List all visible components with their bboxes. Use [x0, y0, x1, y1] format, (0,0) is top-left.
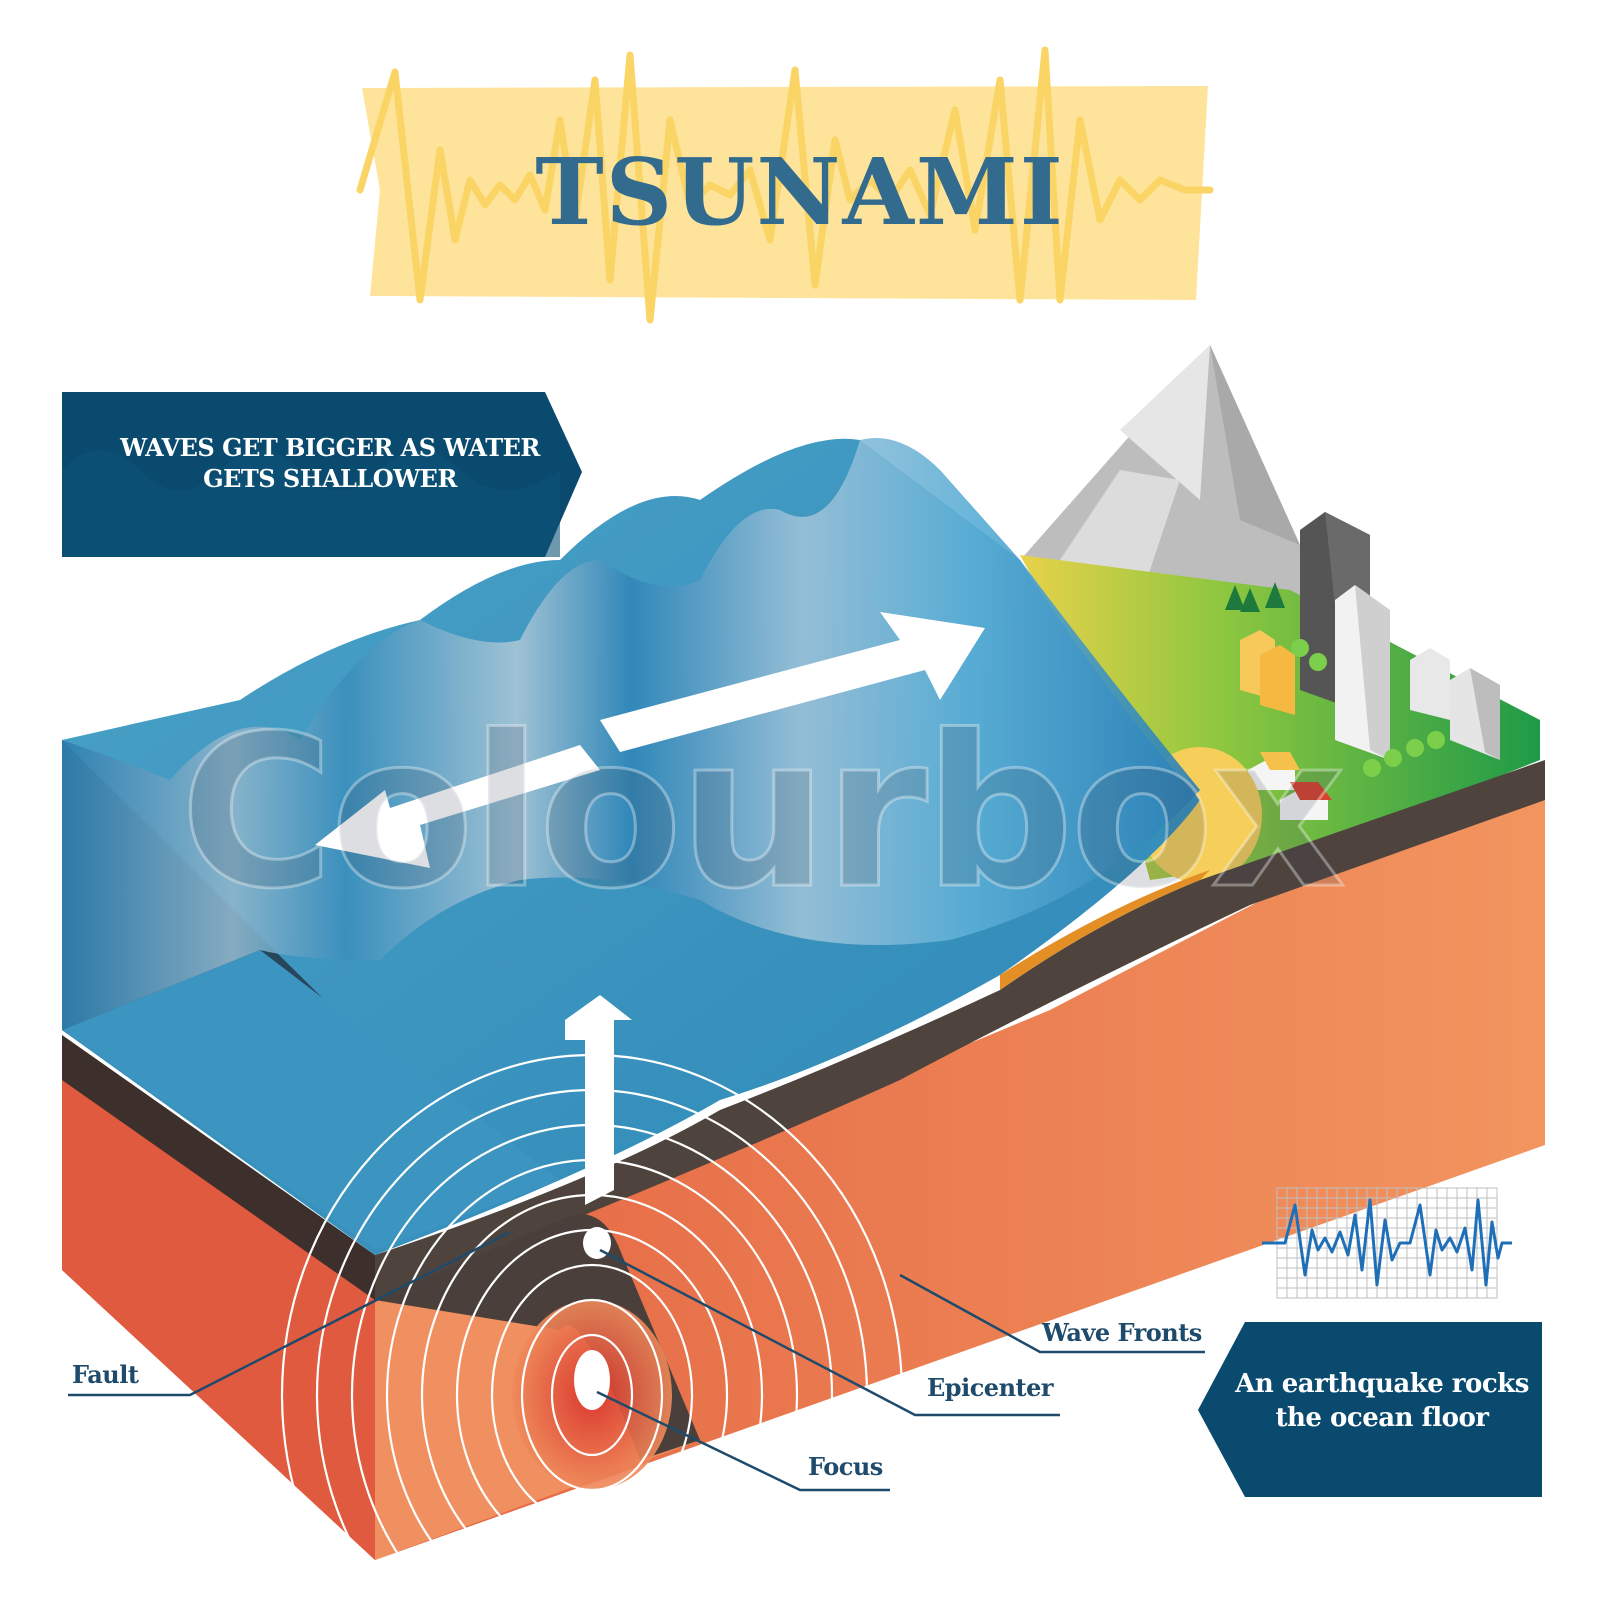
banner-top-line2: GETS SHALLOWER — [203, 464, 457, 494]
label-epicenter: Epicenter — [927, 1373, 1054, 1402]
watermark: Colourbox — [179, 689, 1348, 937]
seismic-wave-icon — [356, 46, 1214, 324]
crust-layer — [62, 1035, 375, 1300]
info-banner-top-text: WAVES GET BIGGER AS WATER GETS SHALLOWER — [80, 432, 580, 494]
arrow-up-icon — [565, 995, 632, 1205]
fault-zone — [280, 1054, 904, 1600]
label-focus: Focus — [808, 1452, 883, 1481]
label-wave-fronts: Wave Fronts — [1042, 1318, 1202, 1347]
focus-point — [574, 1350, 610, 1410]
info-banner-bottom — [1198, 1322, 1542, 1497]
title-banner — [356, 46, 1214, 324]
label-fault: Fault — [72, 1360, 139, 1389]
info-banner-top — [62, 392, 582, 557]
info-banner-bottom-text: An earthquake rocks the ocean floor — [1232, 1368, 1532, 1436]
leader-lines — [68, 1230, 1205, 1492]
house-icon — [1248, 752, 1332, 820]
page-title: TSUNAMI — [535, 138, 1065, 246]
banner-bottom-line1: An earthquake rocks — [1235, 1369, 1529, 1399]
arrow-double-icon — [315, 612, 985, 868]
seismograph-icon — [1262, 1187, 1512, 1299]
banner-top-line1: WAVES GET BIGGER AS WATER — [120, 433, 540, 462]
tree-icon — [1225, 582, 1445, 777]
banner-bottom-line2: the ocean floor — [1275, 1402, 1489, 1433]
